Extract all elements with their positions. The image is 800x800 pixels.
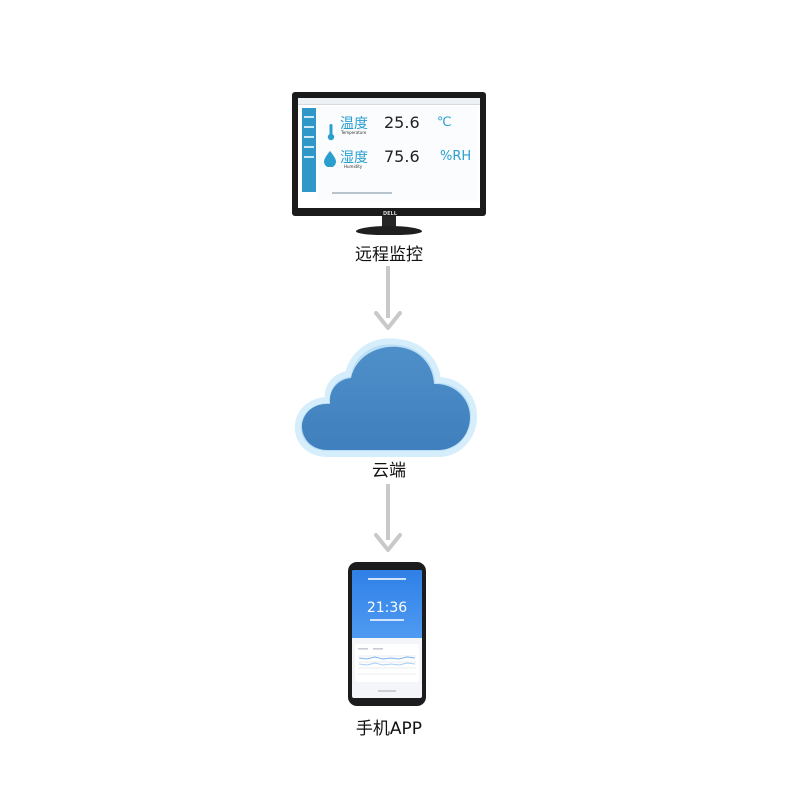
thermometer-icon [327,124,335,141]
sidebar-item [304,126,314,128]
phone-mini-chart [358,648,416,675]
sidebar-item [304,116,314,118]
humidity-label: 湿度 [340,150,368,166]
temperature-label: 温度 [340,116,368,132]
remote-monitoring-caption: 远程监控 [355,245,423,265]
phone-app-header: 21:36 [352,570,422,638]
down-arrow-icon [374,311,402,330]
sidebar-item [304,156,314,158]
screen-footer [332,192,392,194]
monitor-screen: 温度 Temperature 25.6 ℃ 湿度 Humidity 75.6 %… [298,98,480,208]
humidity-sublabel: Humidity [344,164,363,169]
temperature-sublabel: Temperature [341,130,367,135]
phone-app-title [368,578,406,580]
phone-app-subtitle [370,619,404,621]
screen-sidebar [302,108,316,192]
arrow-shaft [386,484,390,540]
down-arrow-icon [374,533,402,552]
cloud-caption: 云端 [372,461,406,481]
mobile-app-caption: 手机APP [355,719,423,739]
brand-logo: DELL [383,211,397,217]
temperature-value: 25.6 [384,113,420,132]
humidity-value: 75.6 [384,147,420,166]
humidity-unit: %RH [440,149,472,164]
monitor-stand [356,226,422,235]
phone-screen: 21:36 [352,570,422,698]
phone-footer-text [378,690,396,692]
water-drop-icon [324,151,336,167]
cloud-icon [294,338,478,457]
arrow-shaft [386,266,390,318]
phone-chart-card [355,644,419,682]
screen-titlebar [298,98,480,105]
temperature-unit: ℃ [437,115,452,130]
screen-content: 温度 Temperature 25.6 ℃ 湿度 Humidity 75.6 %… [318,106,478,202]
sidebar-item [304,146,314,148]
sidebar-item [304,136,314,138]
phone-time: 21:36 [366,600,408,616]
